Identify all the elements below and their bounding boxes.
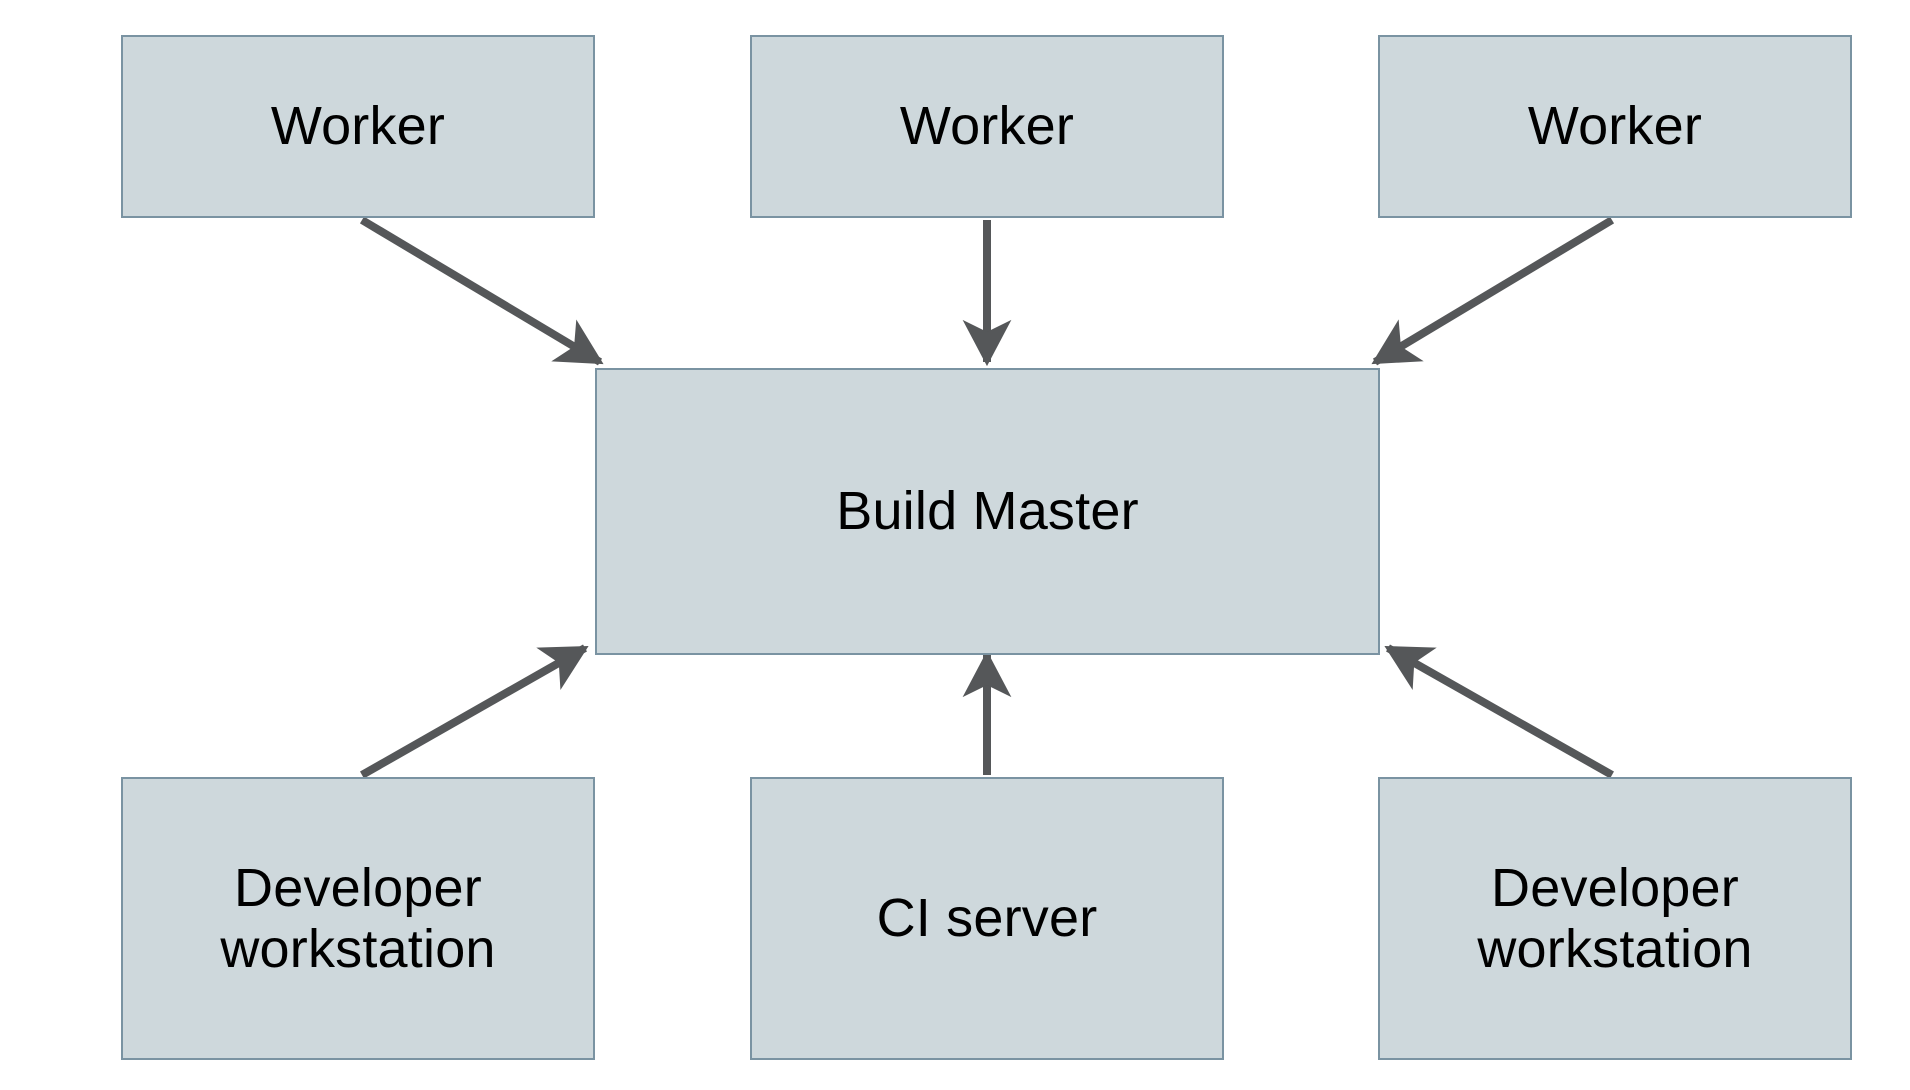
node-developer-workstation-left-label: Developer workstation (220, 858, 496, 979)
node-worker-3[interactable]: Worker (1378, 35, 1852, 218)
node-worker-3-label: Worker (1527, 96, 1703, 157)
node-ci-server-label: CI server (876, 888, 1098, 949)
edge-dev-left-to-build-master (360, 644, 589, 779)
node-worker-1-label: Worker (270, 96, 446, 157)
node-developer-workstation-right-label: Developer workstation (1477, 858, 1753, 979)
edge-worker-3-to-build-master (1371, 216, 1615, 366)
edge-worker-1-to-build-master (359, 216, 604, 366)
node-build-master[interactable]: Build Master (595, 368, 1380, 655)
node-build-master-label: Build Master (836, 481, 1139, 542)
edge-dev-right-to-build-master (1384, 644, 1614, 779)
node-worker-1[interactable]: Worker (121, 35, 595, 218)
node-developer-workstation-left[interactable]: Developer workstation (121, 777, 595, 1060)
node-worker-2-label: Worker (899, 96, 1075, 157)
node-worker-2[interactable]: Worker (750, 35, 1224, 218)
node-developer-workstation-right[interactable]: Developer workstation (1378, 777, 1852, 1060)
node-ci-server[interactable]: CI server (750, 777, 1224, 1060)
